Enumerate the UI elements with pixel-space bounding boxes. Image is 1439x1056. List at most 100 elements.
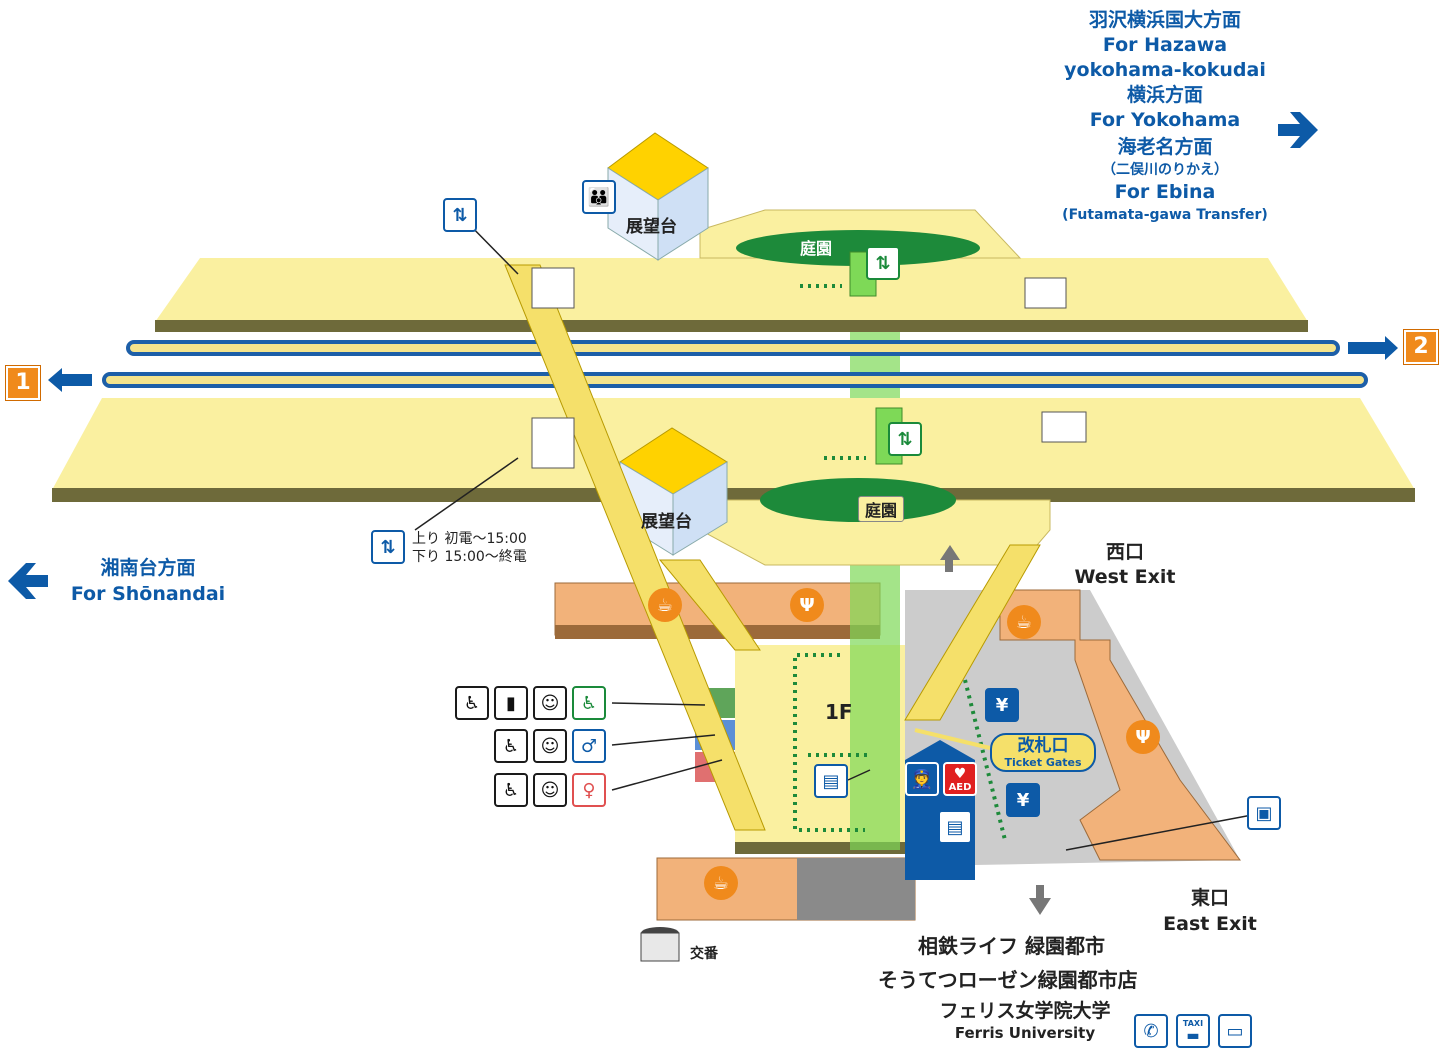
baby-seat-icon-3: ☺	[533, 773, 567, 807]
dir-ebina-ja: 海老名方面	[1117, 136, 1213, 158]
east-exit-ja: 東口	[1190, 887, 1229, 909]
aed-heart-icon: ♥	[953, 765, 967, 782]
cafe-icon-2: ☕	[1007, 605, 1041, 639]
leader-ticket	[847, 769, 871, 781]
garden-bottom-label: 庭園	[858, 496, 905, 522]
ticket-gates-callout: 改札口 Ticket Gates	[990, 733, 1096, 772]
university-en: Ferris University	[954, 1024, 1096, 1042]
stair-open-ll	[531, 417, 575, 469]
stairs-mid	[658, 559, 761, 651]
university-ja: フェリス女学院大学	[939, 1000, 1111, 1022]
aed-icon: ♥ AED	[943, 762, 977, 796]
west-exit-ja: 西口	[1105, 541, 1144, 563]
leader-toilet1	[611, 702, 706, 706]
escalator-icon-top: ⇅	[443, 198, 477, 232]
garden-upper	[736, 230, 980, 266]
ticket-gates-en: Ticket Gates	[1004, 756, 1082, 769]
obs-low-right	[672, 461, 728, 556]
ostomate-icon: ▮	[494, 686, 528, 720]
aed-label: AED	[948, 781, 972, 793]
direction-right: 羽沢横浜国大方面 For Hazawa yokohama-kokudai 横浜方…	[1040, 8, 1290, 225]
platform-2-badge: 2	[1403, 329, 1439, 365]
restaurant-icon-1: Ψ	[790, 588, 824, 622]
east-exit-en: East Exit	[1163, 913, 1257, 935]
leader-toilet2	[611, 734, 716, 746]
ticket-machine-icon-office: ▤	[938, 810, 972, 844]
bus-icon: ▭	[1218, 1014, 1252, 1048]
cafe-icon-1: ☕	[648, 588, 682, 622]
platform-upper-edge	[155, 320, 1308, 332]
university-label: フェリス女学院大学 Ferris University	[915, 1000, 1135, 1044]
west-exit-en: West Exit	[1074, 566, 1176, 588]
east-shops	[999, 589, 1241, 861]
west-exit-label: 西口 West Exit	[1060, 540, 1190, 590]
dir-ebina-en: For Ebina	[1114, 181, 1216, 203]
dir-ebina-transfer-ja: （二俣川のりかえ）	[1102, 162, 1228, 178]
car-icon: ▬	[1186, 1027, 1200, 1044]
wheelchair-icon: ♿	[572, 686, 606, 720]
dir-hazawa-en1: For Hazawa	[1102, 34, 1228, 56]
ticket-gates-ja: 改札口	[1017, 736, 1069, 756]
taxi-label: TAXI	[1182, 1018, 1204, 1028]
leader-locker	[1065, 814, 1253, 851]
escalator-hours: 上り 初電〜15:00 下り 15:00〜終電	[412, 530, 527, 566]
elevator-icon-lower: ⇅	[888, 422, 922, 456]
escalator-icon-note: ⇅	[371, 530, 405, 564]
escalator-long	[504, 264, 766, 831]
right-arrow	[1278, 112, 1318, 148]
stair-open-ur	[1024, 277, 1067, 309]
leader-gates	[914, 728, 991, 750]
baby-seat-icon-2: ☺	[533, 729, 567, 763]
atm-icon-2: ¥	[1006, 783, 1040, 817]
shop-sotetsu-life: 相鉄ライフ 緑園都市	[918, 934, 1105, 958]
platform-upper	[155, 258, 1308, 322]
obs-top-right	[657, 167, 709, 261]
koban-label: 交番	[690, 946, 718, 962]
dir-shonandai-en: For Shōnandai	[70, 583, 226, 605]
stair-open-ul	[531, 267, 575, 309]
stairs-right	[904, 544, 1041, 721]
dir-yokohama-en: For Yokohama	[1089, 109, 1241, 131]
escalator-down-hours: 下り 15:00〜終電	[412, 549, 527, 565]
garden-top-label: 庭園	[800, 239, 833, 258]
left-arrow	[8, 563, 48, 599]
baby-change-icon-2: ♿	[494, 729, 528, 763]
phone-icon: ✆	[1134, 1014, 1168, 1048]
shop-row-left-edge	[555, 625, 880, 639]
east-exit-arrow	[1029, 885, 1051, 915]
baby-change-icon-1: ♿	[455, 686, 489, 720]
observation-top-label: 展望台	[626, 217, 677, 237]
arrow-to-2	[1348, 336, 1398, 360]
track-2	[126, 340, 1340, 356]
staff-icon: 👮	[905, 762, 939, 796]
locker-icon: ▣	[1247, 796, 1281, 830]
dir-yokohama-ja: 横浜方面	[1126, 84, 1203, 106]
restaurant-icon-2: Ψ	[1126, 720, 1160, 754]
east-exit-label: 東口 East Exit	[1145, 885, 1275, 937]
floor-1f-label: 1F	[825, 700, 853, 724]
dir-hazawa-ja: 羽沢横浜国大方面	[1088, 9, 1241, 31]
men-icon: ♂	[572, 729, 606, 763]
cafe-icon-3: ☕	[704, 866, 738, 900]
baby-change-icon-3: ♿	[494, 773, 528, 807]
baby-seat-icon-1: ☺	[533, 686, 567, 720]
route-gates	[963, 679, 1007, 841]
dir-ebina-transfer-en: (Futamata-gawa Transfer)	[1062, 207, 1268, 223]
elevator-icon-upper: ⇅	[866, 246, 900, 280]
leader-toilet3	[611, 759, 723, 791]
dir-shonandai-ja: 湘南台方面	[100, 557, 196, 579]
platform-lower	[52, 398, 1415, 490]
atm-icon-1: ¥	[985, 688, 1019, 722]
leader-escalator-bot	[414, 457, 519, 531]
platform-1-badge: 1	[5, 365, 41, 401]
track-1	[102, 372, 1368, 388]
direction-left: 湘南台方面 For Shōnandai	[58, 555, 238, 607]
gray-area-lower	[797, 858, 915, 920]
women-icon: ♀	[572, 773, 606, 807]
escalator-up-hours: 上り 初電〜15:00	[412, 531, 527, 547]
koban-body	[640, 932, 680, 962]
stair-open-lr	[1041, 411, 1087, 443]
arrow-to-1	[48, 368, 92, 392]
observation-bottom-label: 展望台	[641, 512, 692, 532]
